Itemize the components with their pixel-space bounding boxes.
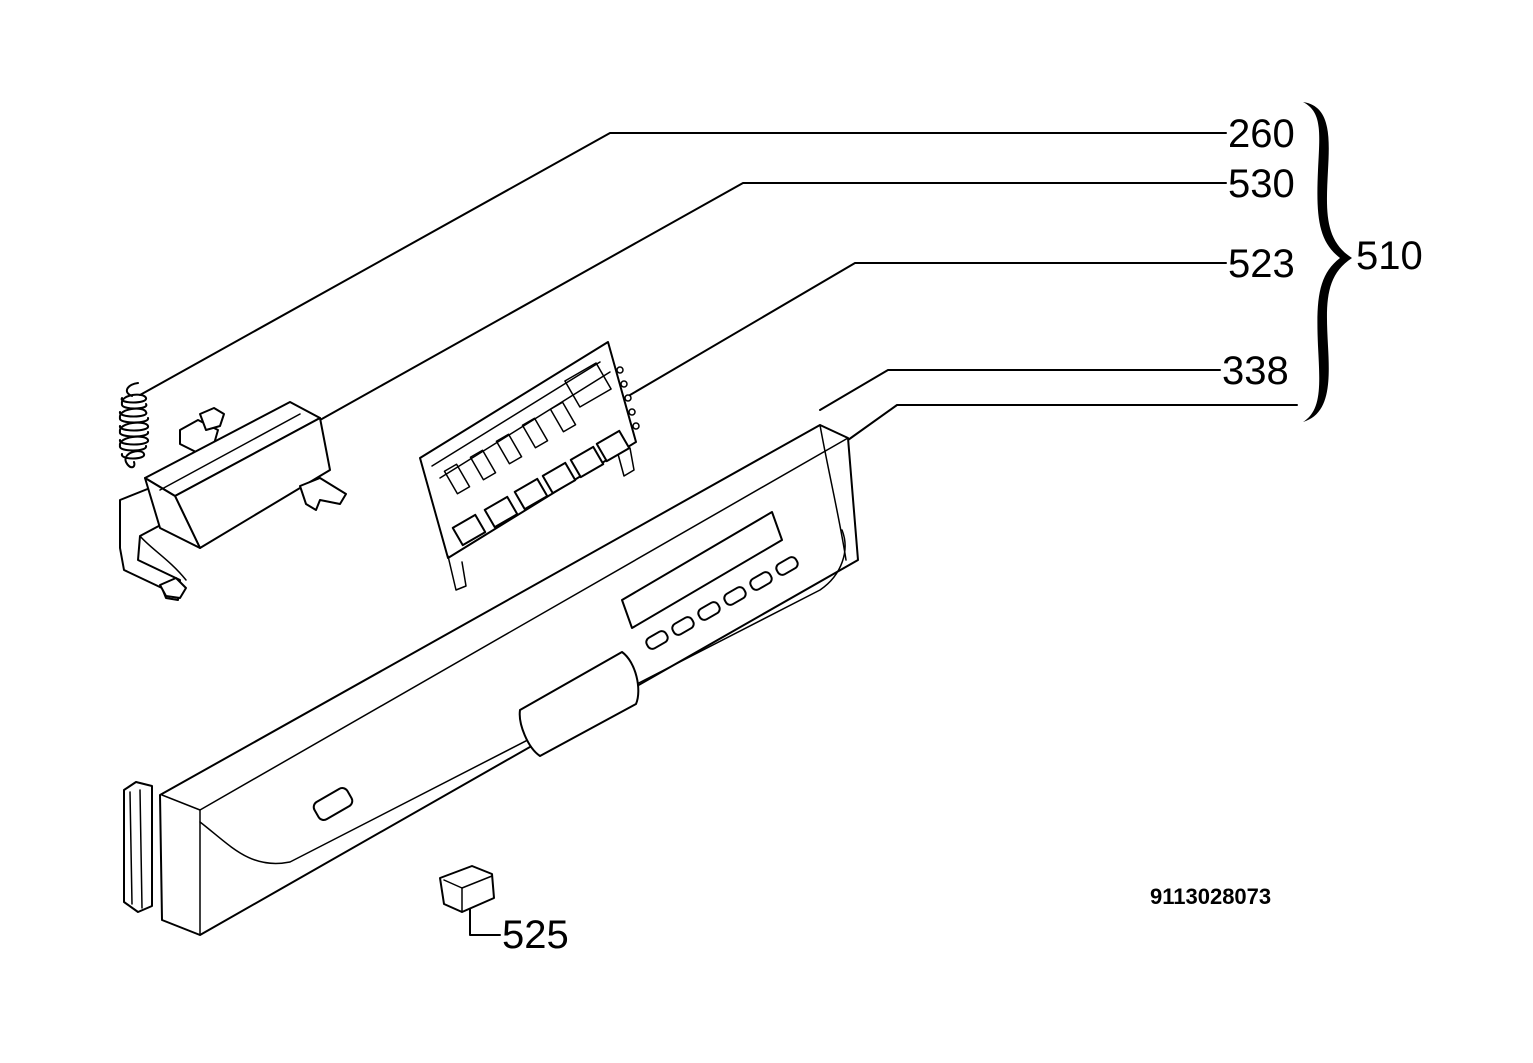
leader-line-525 <box>469 901 501 936</box>
door-lock-part <box>119 401 347 601</box>
side-cap-part <box>123 781 153 913</box>
leader-line-523 <box>629 262 1227 396</box>
control-board-part <box>419 341 640 591</box>
spring-part <box>118 382 150 469</box>
part-label-338: 338 <box>1222 349 1289 393</box>
group-brace <box>1303 102 1352 422</box>
part-label-523: 523 <box>1228 242 1295 286</box>
part-label-260: 260 <box>1228 112 1295 156</box>
part-label-530: 530 <box>1228 162 1295 206</box>
control-panel-fascia <box>159 424 859 936</box>
leader-line-530 <box>319 182 1227 421</box>
leader-line-338 <box>819 369 1221 411</box>
part-label-525: 525 <box>502 913 569 957</box>
leader-line-260 <box>139 132 1227 396</box>
part-label-510: 510 <box>1356 234 1423 278</box>
leader-line-panel <box>847 404 1298 441</box>
knob-part <box>439 865 495 913</box>
leader-lines <box>139 132 1298 936</box>
document-number: 9113028073 <box>1150 884 1272 909</box>
